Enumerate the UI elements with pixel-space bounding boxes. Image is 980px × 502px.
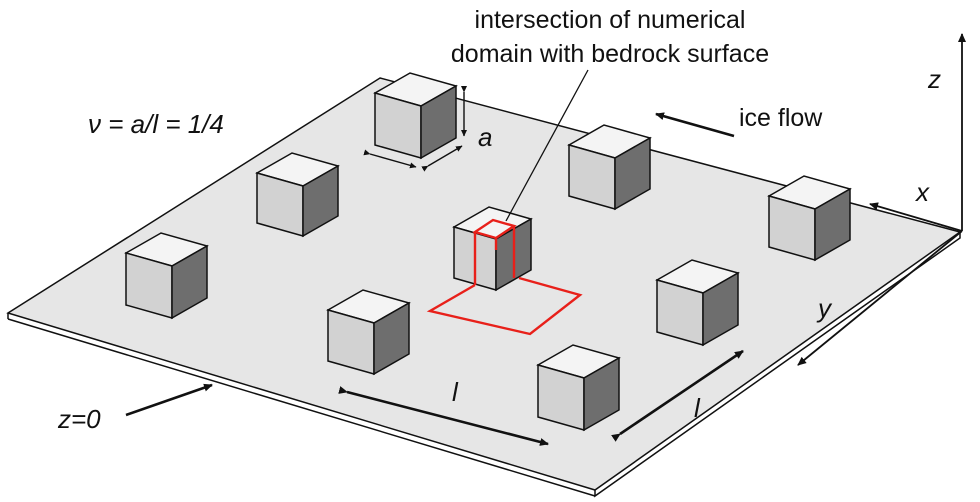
numerical-domain-outline: [426, 218, 583, 336]
y-axis-arrow: [797, 230, 963, 366]
x-axis-label: x: [914, 177, 930, 207]
plate-edge-right: [594, 232, 961, 498]
spacing-label-side: l: [694, 393, 701, 423]
y-axis-label: y: [816, 293, 833, 323]
ratio-label: ν = a/l = 1/4: [88, 109, 224, 139]
plane-z0-arrow: [125, 383, 213, 417]
ice-flow-arrow: [655, 112, 735, 138]
cube-middle-right: [655, 259, 740, 347]
cube-front-right: [536, 344, 621, 432]
plane-z0-label: z=0: [57, 404, 101, 434]
x-axis-arrow: [869, 202, 963, 232]
coordinate-axes: [797, 33, 966, 366]
cube-back-middle: [567, 124, 652, 211]
cube-back-right: [767, 175, 852, 262]
cube-back-left: [373, 72, 458, 160]
plate-edge-front: [7, 318, 596, 497]
annotation-text-line2: domain with bedrock surface: [451, 40, 769, 68]
spacing-label-front: l: [452, 377, 459, 407]
cube-middle-left: [255, 152, 340, 238]
spacing-arrow-side: [611, 349, 744, 442]
cube-size-label: a: [478, 122, 492, 152]
spacing-arrow-front: [338, 386, 549, 446]
cube-front-middle: [326, 289, 411, 376]
ice-flow-label: ice flow: [739, 104, 823, 132]
z-axis-label: z: [927, 64, 941, 94]
annotation-text-line1: intersection of numerical: [475, 6, 746, 34]
cube-front-left: [124, 232, 209, 320]
cube-size-dimension: [363, 86, 467, 172]
annotation-leader-line: [505, 69, 589, 222]
